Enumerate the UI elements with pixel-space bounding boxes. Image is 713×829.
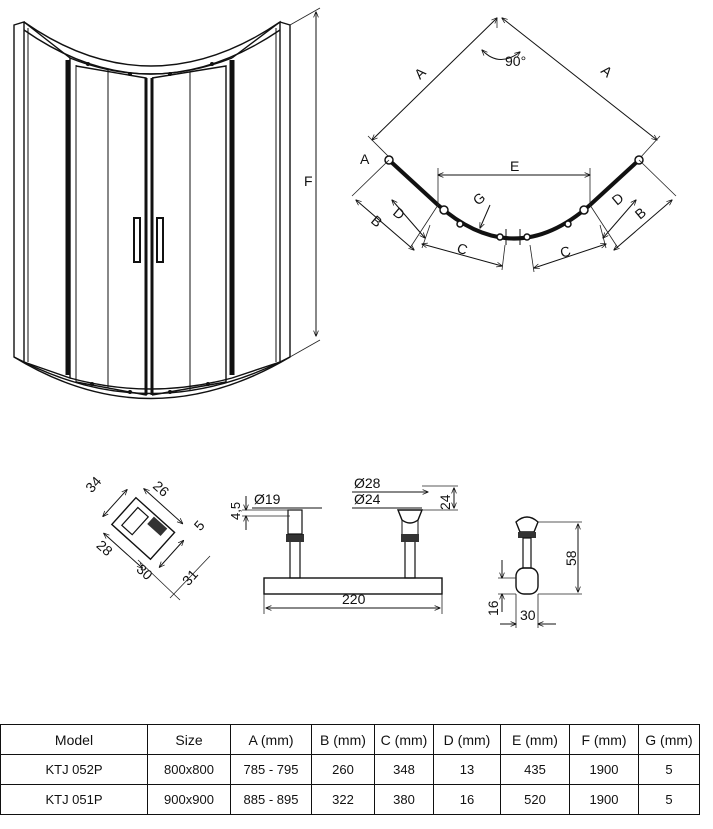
handle-view: 4,5 Ø19 Ø28 Ø24 24 220 — [228, 475, 458, 614]
dim-d-left-label: D — [390, 204, 408, 223]
dim-g-label: G — [470, 189, 489, 208]
header-e: E (mm) — [500, 724, 570, 755]
table-header-row: Model Size A (mm) B (mm) C (mm) D (mm) E… — [0, 724, 700, 755]
header-b: B (mm) — [311, 724, 375, 755]
handle-45-label: 4,5 — [228, 502, 243, 520]
handle-220-label: 220 — [342, 591, 366, 607]
header-c: C (mm) — [374, 724, 434, 755]
cell-f: 1900 — [569, 754, 639, 785]
cell-c: 380 — [374, 784, 434, 815]
spec-table: Model Size A (mm) B (mm) C (mm) D (mm) E… — [0, 724, 700, 815]
profile-26-label: 26 — [150, 477, 172, 499]
cell-size: 800x800 — [147, 754, 231, 785]
cell-model: KTJ 051P — [0, 784, 148, 815]
dim-b-left-label: B — [368, 212, 385, 230]
profile-34-label: 34 — [82, 473, 104, 495]
header-size: Size — [147, 724, 231, 755]
profile-28-label: 28 — [94, 537, 116, 559]
dim-d-right-label: D — [609, 190, 627, 209]
cell-a: 785 - 795 — [230, 754, 312, 785]
header-d: D (mm) — [433, 724, 501, 755]
cell-d: 16 — [433, 784, 501, 815]
knob-view: 58 16 30 — [485, 516, 582, 628]
dim-e-label: E — [510, 158, 519, 174]
cell-c: 348 — [374, 754, 434, 785]
knob-16-label: 16 — [485, 600, 501, 616]
profile-5-label: 5 — [191, 517, 208, 534]
cell-e: 520 — [500, 784, 570, 815]
cell-e: 435 — [500, 754, 570, 785]
cell-f: 1900 — [569, 784, 639, 815]
header-f: F (mm) — [569, 724, 639, 755]
cell-model: KTJ 052P — [0, 754, 148, 785]
profile-30-label: 30 — [134, 561, 156, 583]
handle-d19-label: Ø19 — [254, 491, 281, 507]
handle-d24-label: Ø24 — [354, 491, 381, 507]
header-model: Model — [0, 724, 148, 755]
cell-d: 13 — [433, 754, 501, 785]
dim-c-right-label: C — [558, 243, 573, 261]
header-a: A (mm) — [230, 724, 312, 755]
handle-d28-label: Ø28 — [354, 475, 381, 491]
cell-a: 885 - 895 — [230, 784, 312, 815]
cell-g: 5 — [638, 784, 700, 815]
handle-24-label: 24 — [437, 494, 453, 510]
plan-view: A A 90° A E G B D — [351, 18, 677, 273]
shower-cabin-view: F — [13, 7, 321, 400]
table-row: KTJ 052P 800x800 785 - 795 260 348 13 43… — [0, 754, 700, 785]
knob-58-label: 58 — [563, 550, 579, 566]
dim-c-left-label: C — [455, 240, 470, 258]
cell-b: 322 — [311, 784, 375, 815]
table-row: KTJ 051P 900x900 885 - 895 322 380 16 52… — [0, 784, 700, 815]
dim-f-label: F — [304, 173, 313, 189]
technical-drawing: F A A 90° A E G — [13, 7, 677, 628]
angle-label: 90° — [505, 53, 526, 69]
dim-b-right-label: B — [632, 204, 649, 222]
point-a-label: A — [360, 151, 370, 167]
profile-section — [95, 481, 192, 576]
knob-30-label: 30 — [520, 607, 536, 623]
dim-a-left-label: A — [411, 64, 429, 82]
cell-size: 900x900 — [147, 784, 231, 815]
cell-g: 5 — [638, 754, 700, 785]
dim-a-right-label: A — [598, 62, 616, 81]
header-g: G (mm) — [638, 724, 700, 755]
cell-b: 260 — [311, 754, 375, 785]
